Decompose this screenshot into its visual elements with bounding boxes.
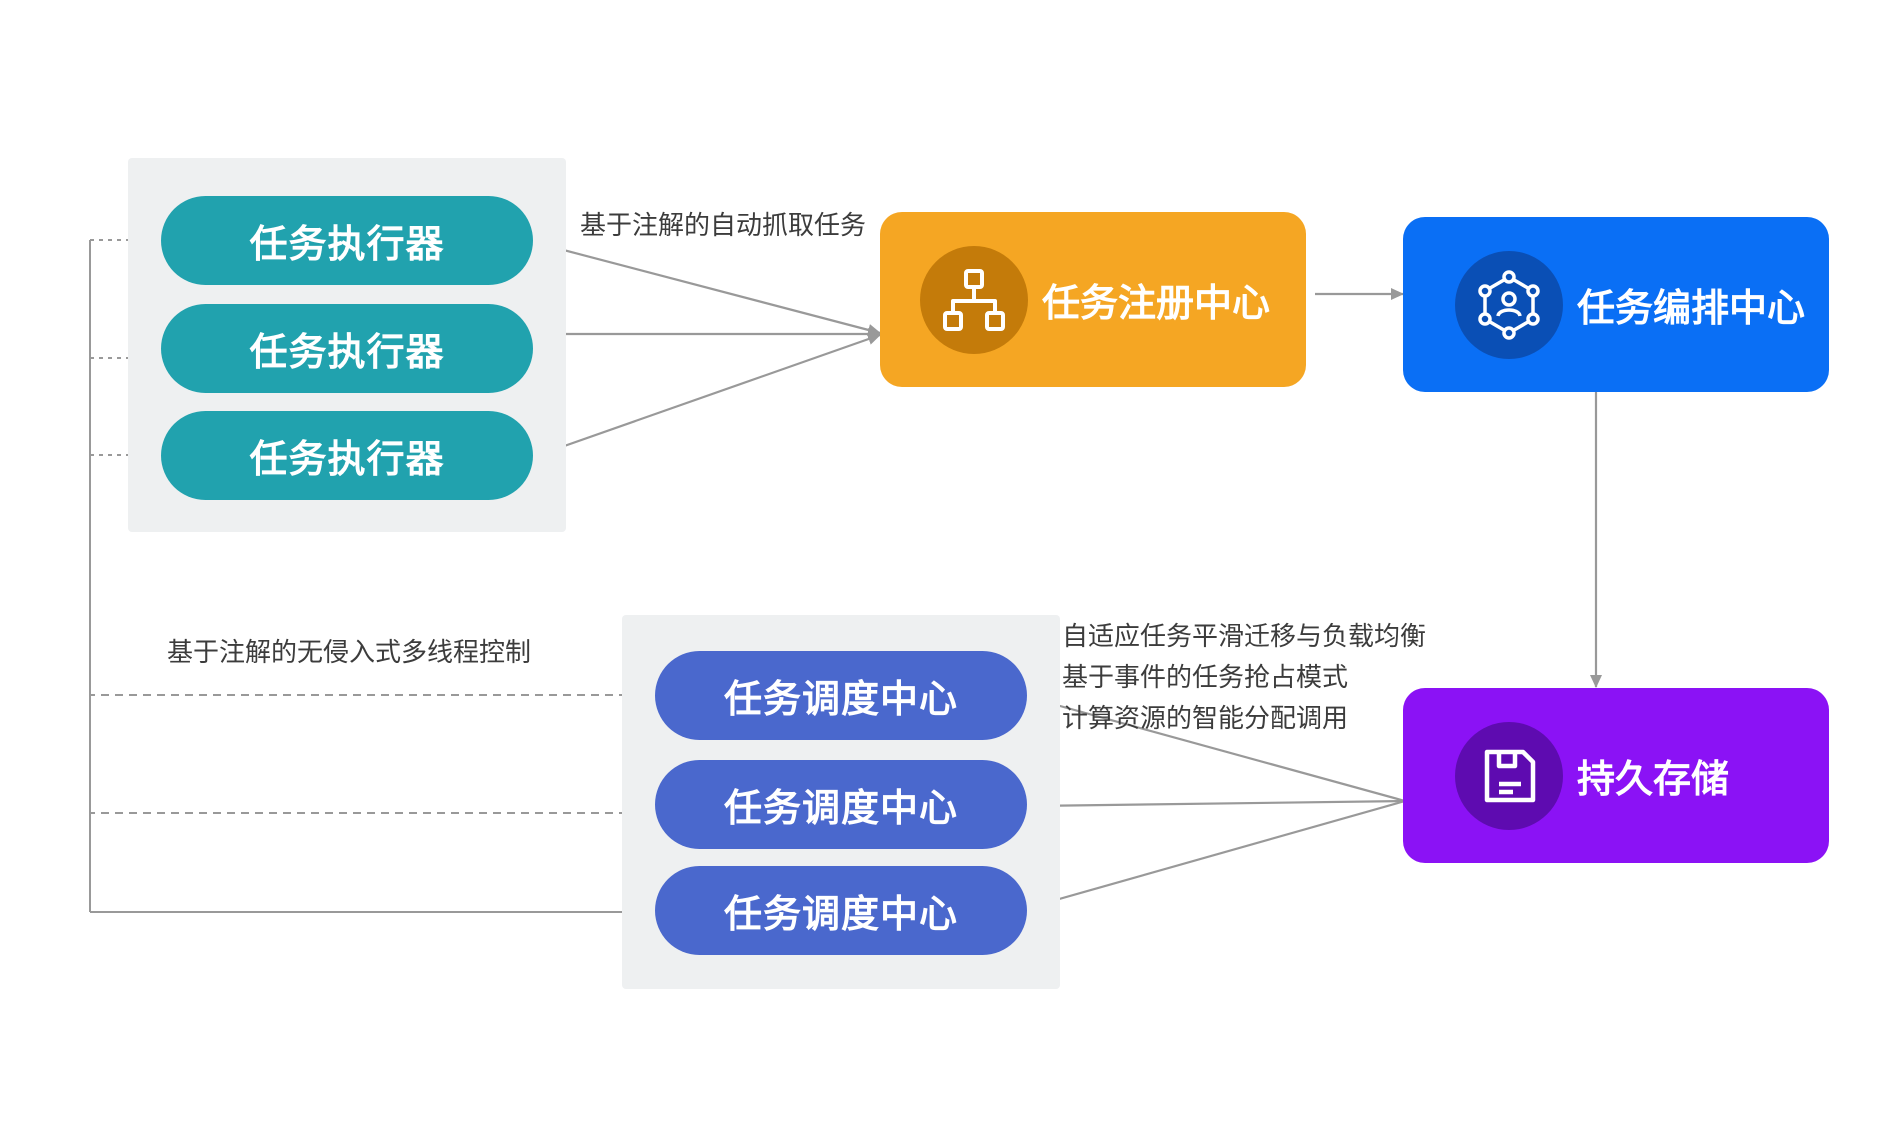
feature-annotation-2: 基于事件的任务抢占模式 (1062, 663, 1349, 693)
scheduler-node-3[interactable]: 任务调度中心 (655, 866, 1027, 955)
executor-node-1[interactable]: 任务执行器 (161, 196, 533, 285)
scheduler-node-2[interactable]: 任务调度中心 (655, 760, 1027, 849)
executor-node-label: 任务执行器 (249, 437, 445, 481)
network-user-icon (1455, 250, 1563, 359)
sitemap-icon (920, 245, 1028, 354)
orchestration-center-node[interactable]: 任务编排中心 (1403, 217, 1829, 392)
arrow-storage-scheduler2 (1030, 799, 1406, 812)
orchestration-center-label: 任务编排中心 (1577, 286, 1806, 330)
persistent-storage-label: 持久存储 (1577, 757, 1730, 801)
feature-annotation-1: 自适应任务平滑迁移与负载均衡 (1062, 622, 1427, 652)
arrow-executor3-registry (532, 333, 881, 459)
scheduler-node-label: 任务调度中心 (723, 892, 958, 936)
non-invasive-annotation: 基于注解的无侵入式多线程控制 (167, 638, 532, 668)
auto-capture-annotation: 基于注解的自动抓取任务 (580, 211, 867, 241)
registry-center-node[interactable]: 任务注册中心 (880, 212, 1306, 387)
executor-node-label: 任务执行器 (249, 222, 445, 266)
persistent-storage-node[interactable]: 持久存储 (1403, 688, 1829, 863)
scheduler-node-label: 任务调度中心 (723, 786, 958, 830)
arrow-executor1-registry (532, 240, 881, 336)
scheduler-node-1[interactable]: 任务调度中心 (655, 651, 1027, 740)
executor-node-2[interactable]: 任务执行器 (161, 304, 533, 393)
executor-node-label: 任务执行器 (249, 330, 445, 374)
document-save-icon (1455, 721, 1563, 830)
scheduler-node-label: 任务调度中心 (723, 677, 958, 721)
arrow-storage-scheduler1 (1030, 695, 1406, 803)
executor-node-3[interactable]: 任务执行器 (161, 411, 533, 500)
registry-center-label: 任务注册中心 (1042, 281, 1271, 325)
feature-annotation-3: 计算资源的智能分配调用 (1062, 704, 1349, 734)
arrow-storage-scheduler3 (1030, 799, 1406, 910)
